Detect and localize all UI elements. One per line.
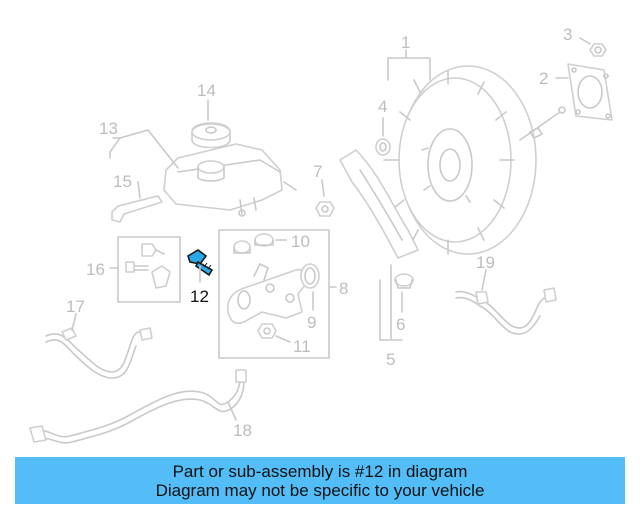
callout-13: 13 (99, 119, 118, 138)
grommet-part-6 (394, 273, 414, 289)
callout-10: 10 (291, 232, 310, 251)
leader-lines (71, 37, 591, 421)
callout-1: 1 (401, 33, 410, 52)
callout-4: 4 (378, 97, 387, 116)
callout-12: 12 (190, 287, 209, 306)
callout-5: 5 (386, 350, 395, 369)
banner-line-2: Diagram may not be specific to your vehi… (155, 480, 485, 500)
callout-6: 6 (396, 315, 405, 334)
gasket-plate (567, 63, 613, 121)
callout-2: 2 (539, 69, 548, 88)
callout-7: 7 (313, 162, 322, 181)
callout-11: 11 (293, 337, 311, 356)
callout-9: 9 (307, 313, 316, 332)
master-cylinder-box (218, 229, 330, 359)
nut-part-3 (589, 43, 607, 57)
brake-booster (383, 65, 566, 255)
parts-diagram: 1 2 3 4 5 6 7 8 9 10 11 12 13 14 15 16 1… (29, 25, 613, 444)
fluid-reservoir (163, 143, 297, 217)
callout-15: 15 (113, 172, 132, 191)
callout-18: 18 (233, 421, 252, 440)
callout-numbers: 1 2 3 4 5 6 7 8 9 10 11 12 13 14 15 16 1… (66, 25, 572, 440)
box-part-16 (117, 236, 181, 303)
brake-line-19 (455, 287, 557, 335)
grommet-part-4 (375, 138, 391, 156)
callout-17: 17 (66, 297, 85, 316)
info-banner: Part or sub-assembly is #12 in diagram D… (15, 457, 625, 504)
banner-line-1: Part or sub-assembly is #12 in diagram (172, 461, 468, 481)
callout-16: 16 (86, 260, 105, 279)
reservoir-cap (191, 122, 231, 149)
callout-19: 19 (476, 253, 495, 272)
brake-line-17-18 (29, 327, 247, 444)
heat-shield (339, 149, 419, 259)
callout-8: 8 (339, 279, 348, 298)
callout-14: 14 (197, 81, 216, 100)
callout-3: 3 (563, 25, 572, 44)
reservoir-pin (111, 195, 163, 223)
nut-part-7 (315, 201, 335, 217)
